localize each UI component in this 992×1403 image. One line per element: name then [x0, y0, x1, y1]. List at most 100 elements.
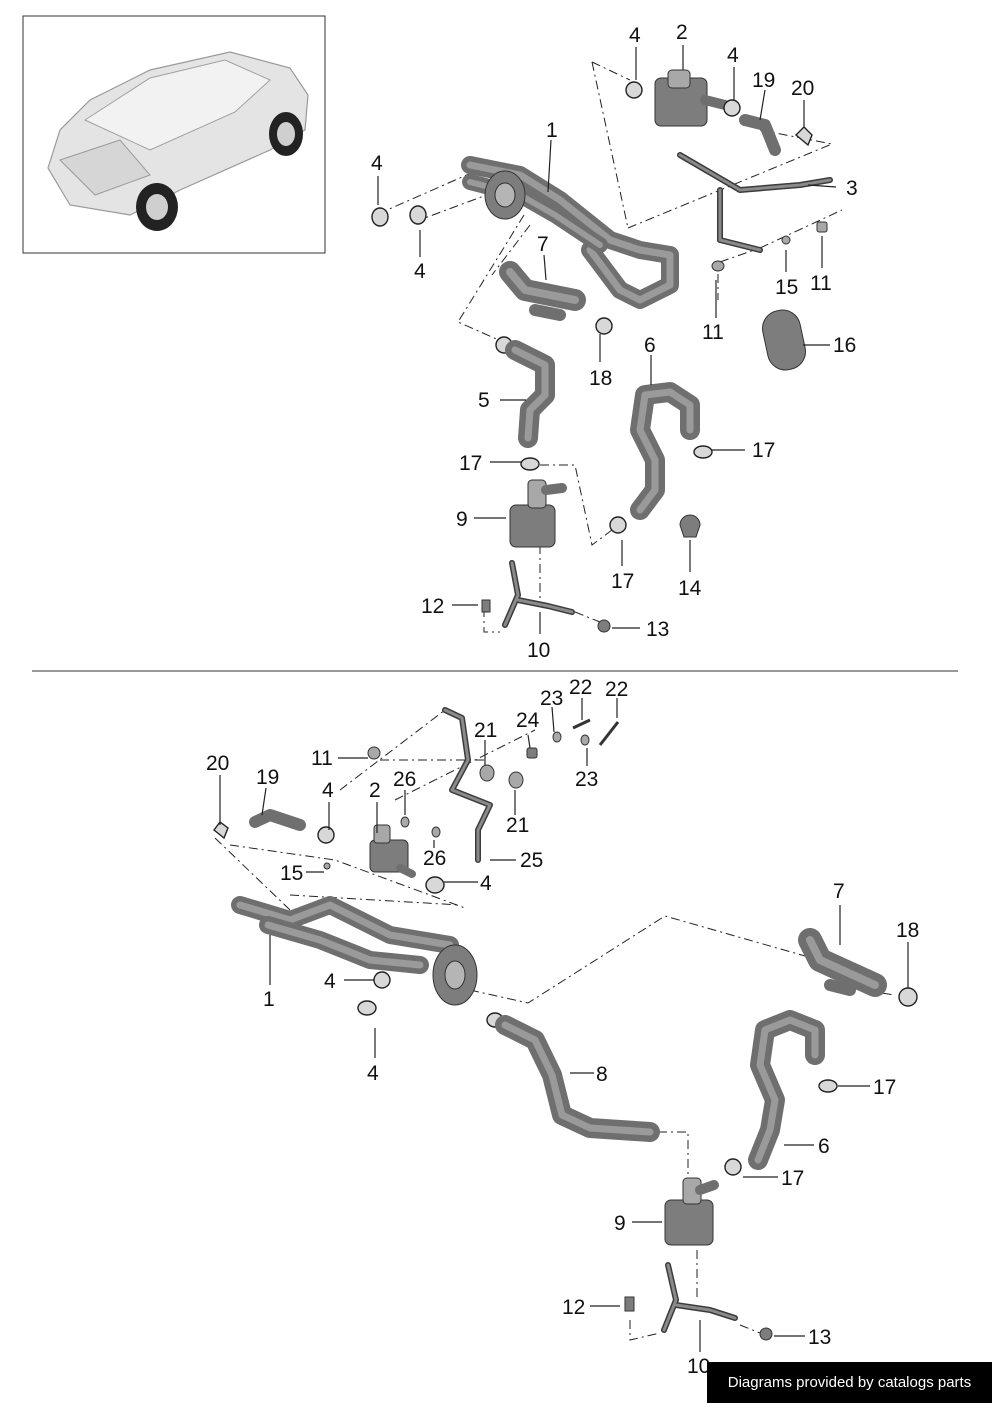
- part-25-bracket: [442, 707, 493, 863]
- callout-9: 9: [456, 508, 468, 531]
- part-17-clamp-lower-a: [818, 1079, 838, 1093]
- part-26-seal-b: [431, 826, 441, 838]
- part-18-clamp-lower: [898, 987, 918, 1007]
- callout-4: 4: [324, 970, 336, 993]
- part-7-hose-lower: [798, 928, 887, 997]
- callout-26: 26: [393, 768, 416, 791]
- callout-15: 15: [280, 862, 303, 885]
- callout-11: 11: [702, 321, 724, 344]
- callout-6: 6: [644, 334, 656, 357]
- callout-10: 10: [687, 1355, 710, 1378]
- callout-19: 19: [256, 766, 279, 789]
- callout-4: 4: [367, 1062, 379, 1085]
- part-15-washer-lower: [323, 862, 331, 870]
- part-23-spacer-a: [552, 731, 562, 743]
- callout-20: 20: [791, 77, 814, 100]
- part-17-clamp-lower-b: [724, 1158, 742, 1176]
- part-11-nut-a: [816, 221, 828, 233]
- part-10-bracket-lower: [661, 1262, 738, 1333]
- callout-7: 7: [537, 233, 549, 256]
- part-22-bolt-b: [598, 721, 620, 746]
- part-1-coolant-pipe-assembly: [461, 156, 679, 309]
- callout-7: 7: [833, 880, 845, 903]
- callout-4: 4: [480, 872, 492, 895]
- part-26-seal-a: [400, 816, 410, 828]
- callout-6: 6: [818, 1135, 830, 1158]
- callout-11: 11: [810, 272, 832, 295]
- part-9-pump: [509, 479, 567, 548]
- callout-4: 4: [322, 779, 334, 802]
- callout-13: 13: [808, 1326, 831, 1349]
- callout-21: 21: [474, 719, 497, 742]
- part-23-spacer-b: [580, 734, 590, 746]
- callout-24: 24: [516, 709, 540, 732]
- callout-12: 12: [562, 1296, 585, 1319]
- part-8-hose: [486, 1012, 660, 1142]
- part-18-clamp: [595, 317, 613, 335]
- callout-4: 4: [414, 260, 426, 283]
- part-13-nut-lower: [759, 1327, 773, 1341]
- callout-1: 1: [546, 119, 558, 142]
- lower-diagram: 1 2 4 4 4 4 6 7 8 9 10 11 12 13 15 17 17…: [206, 676, 919, 1378]
- callout-19: 19: [752, 69, 775, 92]
- part-20-clip: [794, 126, 813, 147]
- callout-8: 8: [596, 1063, 608, 1086]
- part-11-nut-lower: [367, 746, 381, 760]
- callout-9: 9: [614, 1212, 626, 1235]
- part-10-bracket: [502, 560, 575, 628]
- part-15-washer: [781, 235, 791, 245]
- part-3-bracket: [677, 152, 833, 253]
- part-6-hose: [630, 382, 700, 520]
- part-16-cover: [762, 309, 806, 371]
- callout-2: 2: [369, 779, 381, 802]
- callout-17: 17: [873, 1076, 896, 1099]
- callout-4: 4: [371, 152, 383, 175]
- part-17-clamp-c: [609, 516, 627, 534]
- callout-12: 12: [421, 595, 444, 618]
- callout-15: 15: [775, 276, 798, 299]
- part-20-clip-lower: [213, 821, 229, 840]
- callout-18: 18: [589, 367, 612, 390]
- callout-22: 22: [605, 678, 628, 701]
- callout-5: 5: [478, 389, 490, 412]
- callout-18: 18: [896, 919, 919, 942]
- part-11-nut-b: [711, 260, 725, 272]
- part-9-pump-lower: [664, 1177, 719, 1246]
- callout-16: 16: [833, 334, 856, 357]
- part-2-auxiliary-pump-lower: [369, 824, 416, 878]
- callout-17: 17: [781, 1167, 804, 1190]
- part-19-hose-lower: [249, 809, 306, 831]
- callout-4: 4: [629, 24, 641, 47]
- lower-clamps-4: [317, 826, 445, 1016]
- callout-13: 13: [646, 618, 669, 641]
- part-22-bolt-a: [572, 718, 591, 730]
- part-2-auxiliary-pump: [654, 69, 730, 127]
- part-5-hose: [495, 336, 555, 448]
- upper-clamps-4: [371, 81, 741, 227]
- part-12-bolt-lower: [624, 1296, 635, 1312]
- part-17-clamp-a: [520, 457, 540, 471]
- part-6-hose-lower: [748, 1010, 825, 1170]
- part-21-bushing-a: [479, 764, 495, 782]
- callout-11: 11: [311, 747, 333, 770]
- callout-21: 21: [506, 814, 529, 837]
- part-12-bolt: [481, 599, 491, 613]
- part-21-bushing-b: [508, 771, 524, 789]
- callout-20: 20: [206, 752, 229, 775]
- part-13-nut: [597, 619, 611, 633]
- provider-credit-badge: Diagrams provided by catalogs parts: [707, 1362, 992, 1403]
- callout-1: 1: [263, 988, 275, 1011]
- part-19-hose: [739, 114, 781, 156]
- part-14-grommet: [679, 514, 701, 538]
- part-17-clamp-b: [693, 445, 713, 459]
- callout-10: 10: [527, 639, 550, 662]
- callout-14: 14: [678, 577, 702, 600]
- callout-17: 17: [611, 570, 634, 593]
- callout-23: 23: [575, 768, 598, 791]
- part-24-nut: [526, 747, 538, 759]
- callout-4: 4: [727, 44, 739, 67]
- callout-3: 3: [846, 177, 858, 200]
- callout-2: 2: [676, 21, 688, 44]
- upper-diagram: 1 2 3 4 4 4 4 5 6 7 9 10 11 11 12 13 14 …: [371, 21, 858, 662]
